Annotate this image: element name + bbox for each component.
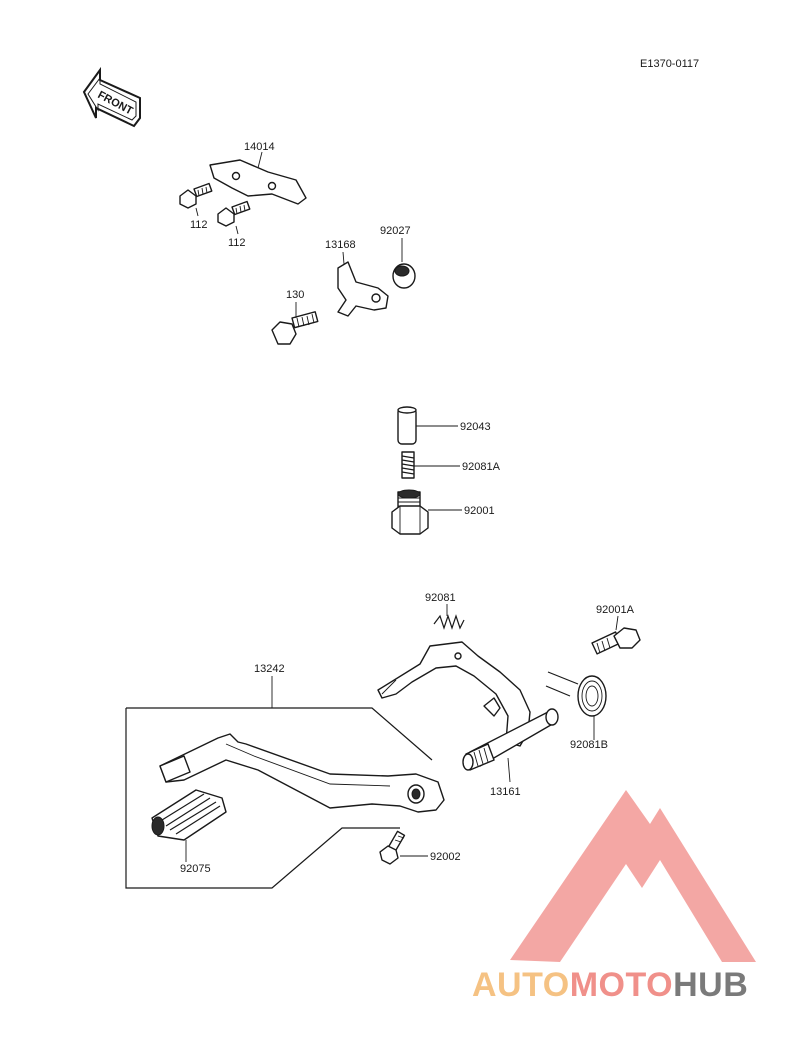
label-130: 130 <box>286 289 304 301</box>
label-112-b: 112 <box>228 237 246 249</box>
part-92001-plug <box>391 489 429 535</box>
part-13168-lever <box>337 261 389 317</box>
automotohub-logo-icon <box>510 790 756 962</box>
label-13161: 13161 <box>490 786 521 798</box>
label-13168: 13168 <box>325 239 356 251</box>
watermark-part-3: HUB <box>673 966 748 1004</box>
front-arrow-icon: FRONT <box>82 66 141 128</box>
part-13161-shaft <box>462 708 559 771</box>
part-92081-spring <box>433 614 465 630</box>
watermark-part-2: MOTO <box>570 966 673 1004</box>
part-92081A-spring <box>401 451 415 479</box>
part-92002-bolt <box>379 830 406 865</box>
label-92081B: 92081B <box>570 739 608 751</box>
part-92043-pin <box>397 406 417 445</box>
part-92001A-bolt <box>591 627 641 655</box>
watermark-part-1: AUTO <box>472 966 570 1004</box>
label-92081A: 92081A <box>462 461 501 473</box>
part-92081B-spring <box>545 671 607 717</box>
part-112-bolt-b <box>217 200 251 227</box>
diagram-code: E1370-0117 <box>640 58 699 70</box>
part-14014-plate <box>209 159 307 205</box>
label-112-a: 112 <box>190 219 208 231</box>
label-92043: 92043 <box>460 421 491 433</box>
label-92002: 92002 <box>430 851 461 863</box>
label-92075: 92075 <box>180 863 211 875</box>
callout-box-13242 <box>126 707 433 761</box>
label-92001: 92001 <box>464 505 495 517</box>
part-92075-rubber <box>151 789 227 841</box>
watermark-text: AUTOMOTOHUB <box>472 966 748 1004</box>
part-92027-bushing <box>392 263 416 289</box>
part-112-bolt-a <box>179 182 213 209</box>
part-13242-pedal <box>159 733 445 813</box>
label-92081: 92081 <box>425 592 456 604</box>
label-92001A: 92001A <box>596 604 635 616</box>
label-14014: 14014 <box>244 141 275 153</box>
part-shift-mechanism <box>377 641 531 747</box>
label-92027: 92027 <box>380 225 411 237</box>
part-130-bolt <box>271 311 319 345</box>
label-13242: 13242 <box>254 663 285 675</box>
